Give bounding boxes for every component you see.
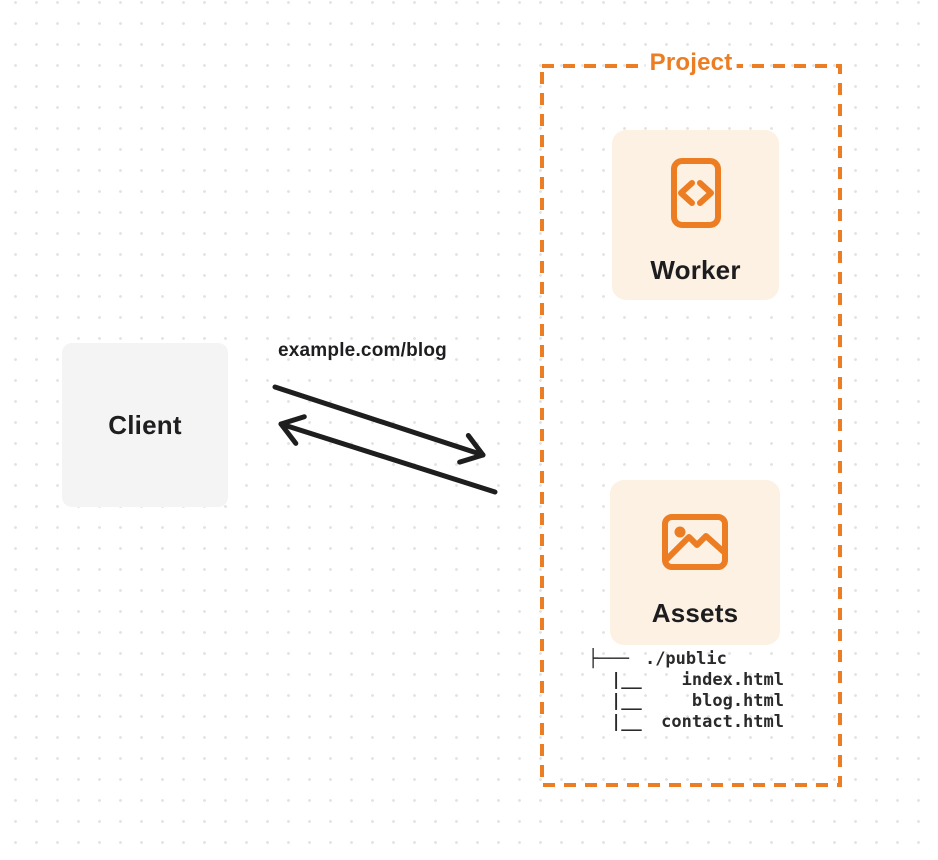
assets-label: Assets [651, 598, 739, 628]
tree-file-row: |__ index.html [588, 670, 786, 691]
tree-file-label: blog.html [691, 691, 784, 711]
worker-label: Worker [650, 255, 741, 285]
code-file-icon [670, 158, 721, 228]
tree-root-label: ./public [644, 649, 727, 669]
tree-branch-glyph: |__ [611, 712, 642, 732]
tree-root-branch-glyph: ├─── [588, 649, 629, 669]
tree-file-row: |__ contact.html [588, 712, 786, 733]
project-container: Project Worker Assets [540, 48, 842, 787]
project-label: Project [645, 48, 737, 77]
request-arrow [272, 384, 486, 465]
client-label: Client [108, 409, 182, 440]
tree-file-label: contact.html [661, 712, 784, 732]
tree-file-row: |__ blog.html [588, 691, 786, 712]
tree-branch-glyph: |__ [611, 670, 642, 690]
tree-file-label: index.html [681, 670, 784, 690]
image-icon [662, 514, 728, 570]
tree-root-row: ├─── ./public [588, 649, 786, 670]
request-url-label: example.com/blog [278, 340, 447, 361]
response-arrow [278, 414, 498, 495]
worker-node: Worker [612, 130, 779, 300]
file-tree: ├─── ./public |__ index.html |__ blog.htm… [588, 649, 786, 733]
client-node: Client [62, 343, 228, 507]
assets-node: Assets [610, 480, 780, 645]
tree-branch-glyph: |__ [611, 691, 642, 711]
